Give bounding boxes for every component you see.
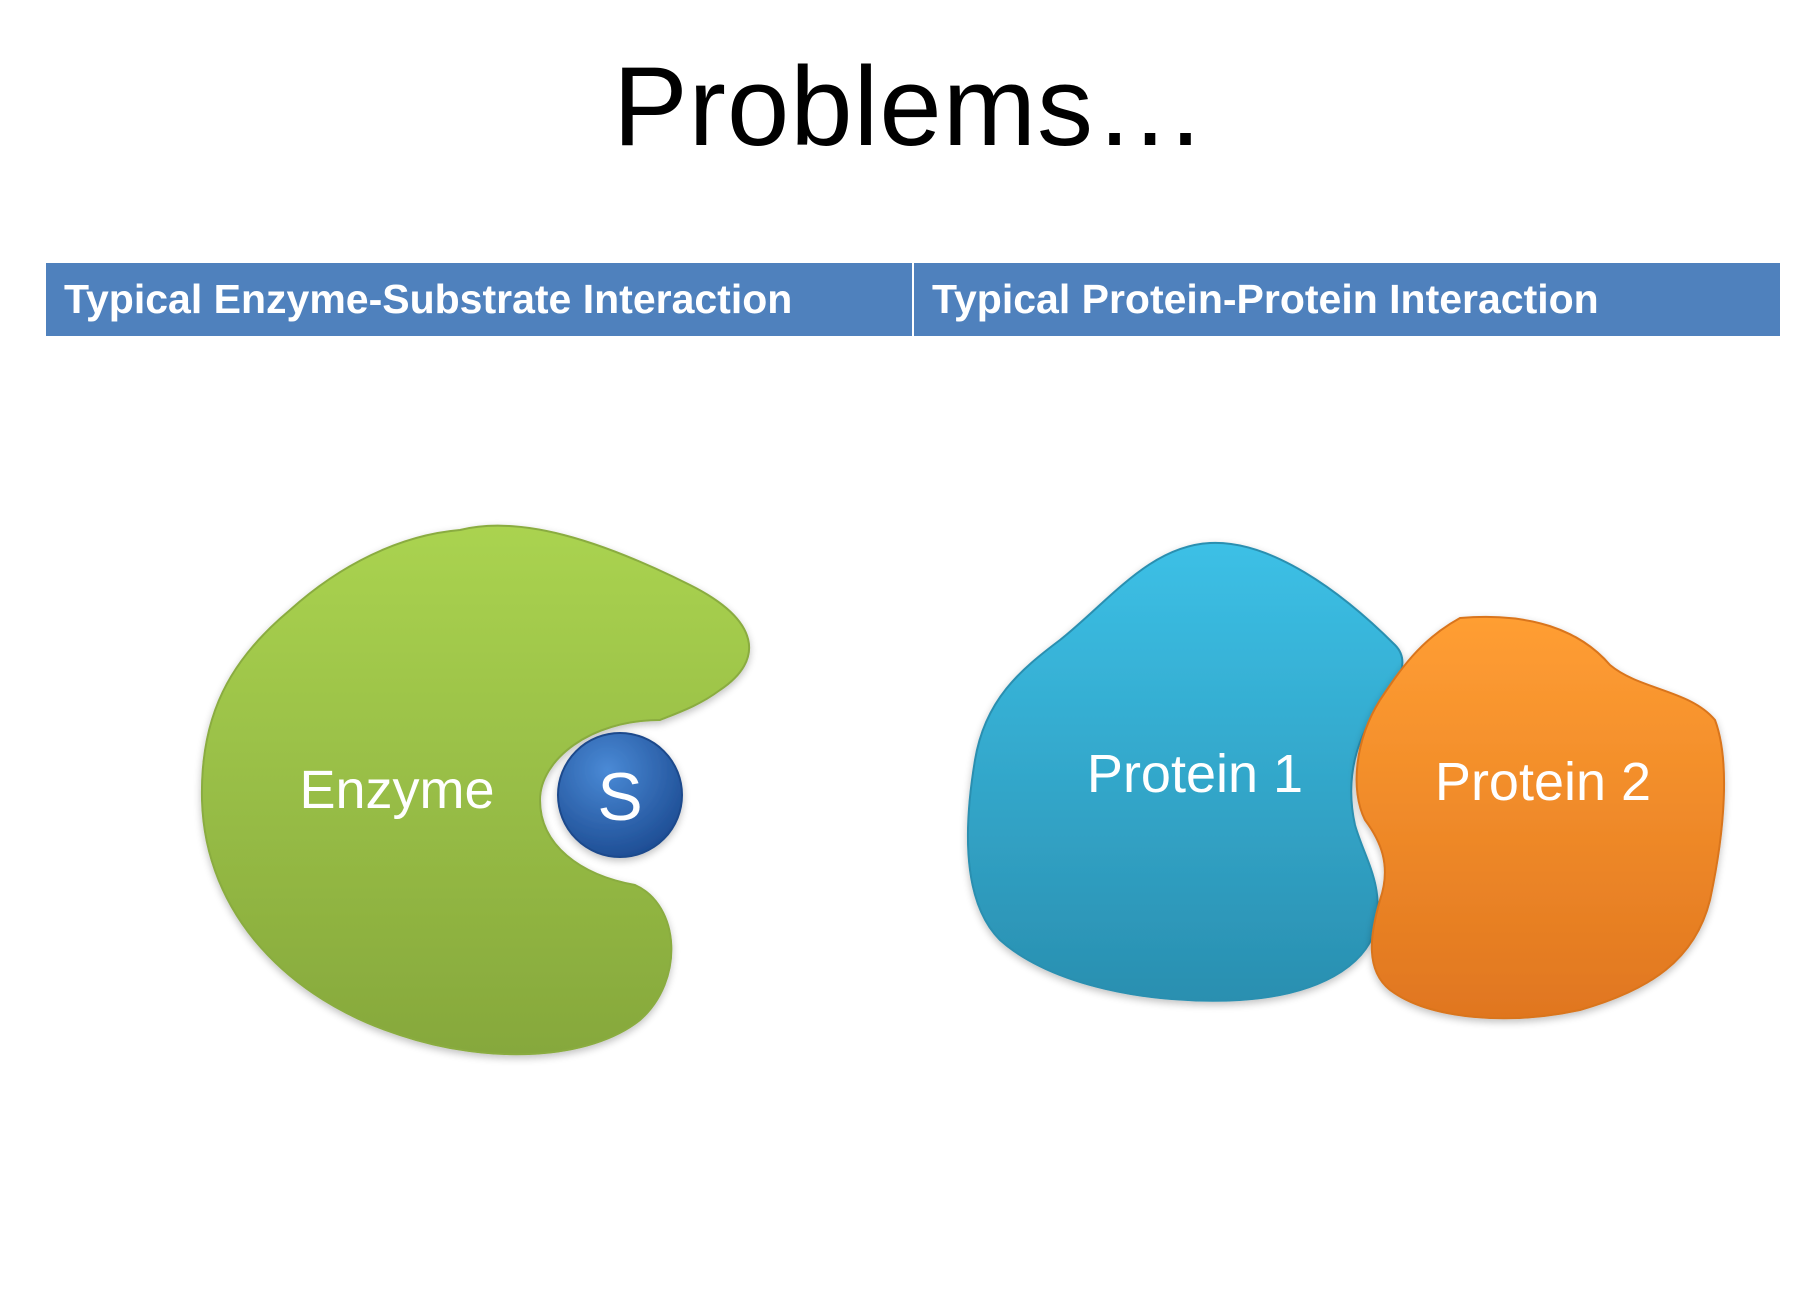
substrate-circle [557,732,683,858]
protein2-label: Protein 2 [1435,752,1651,812]
enzyme-shape [200,524,751,1056]
protein1-label: Protein 1 [1087,744,1303,804]
header-protein-protein: Typical Protein-Protein Interaction [914,263,1780,336]
protein2-shape [1355,615,1726,1020]
enzyme-label: Enzyme [299,760,494,820]
substrate-label: S [597,759,642,835]
slide-title: Problems… [612,44,1208,169]
header-enzyme-substrate: Typical Enzyme-Substrate Interaction [46,263,912,336]
